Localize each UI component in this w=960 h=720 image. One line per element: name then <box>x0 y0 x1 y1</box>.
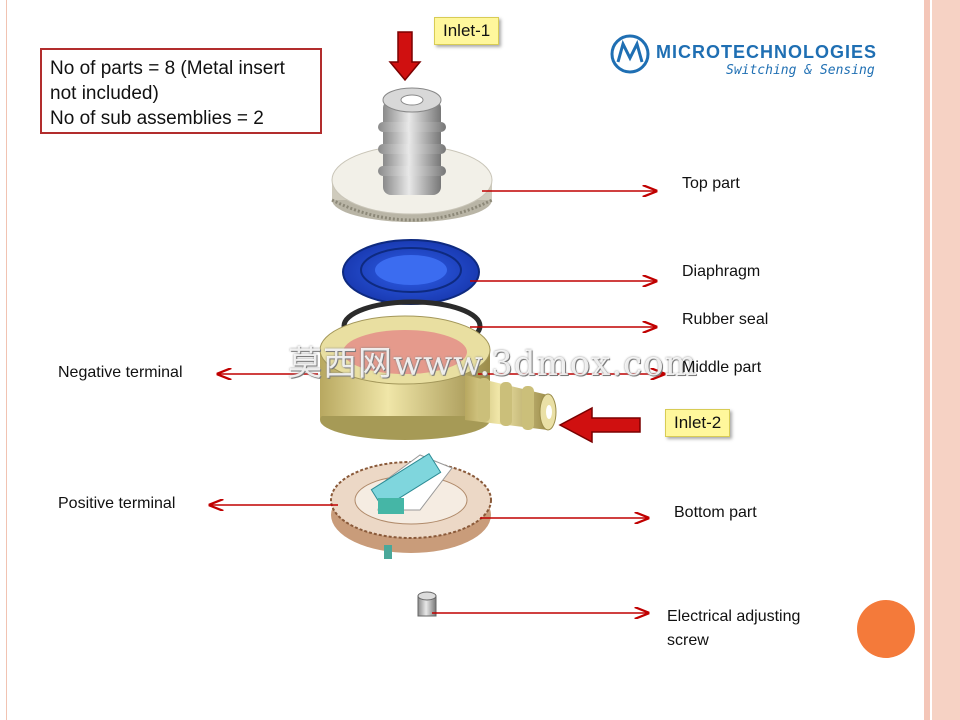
logo-icon <box>610 34 650 74</box>
orange-circle <box>857 600 915 658</box>
logo-tagline: Switching & Sensing <box>726 63 875 78</box>
label-positive-terminal: Positive terminal <box>58 495 176 512</box>
inlet1-callout: Inlet-1 <box>434 17 500 45</box>
info-line-3: No of sub assemblies = 2 <box>50 108 264 129</box>
label-screw-line1: Electrical adjusting <box>667 608 801 625</box>
logo-name: MICROTECHNOLOGIES <box>656 42 877 63</box>
watermark: 莫西网www.3dmox.com <box>288 344 698 384</box>
logo-name-part1: MICRO <box>656 42 721 62</box>
label-top-part: Top part <box>682 175 740 192</box>
label-negative-terminal: Negative terminal <box>58 364 183 381</box>
parts-info-box: No of parts = 8 (Metal insert not includ… <box>40 48 322 134</box>
bottom-part-shape <box>330 452 492 559</box>
diaphragm-shape <box>342 239 480 305</box>
top-part-shape <box>331 87 493 222</box>
label-bottom-part: Bottom part <box>674 504 757 521</box>
company-logo: MICROTECHNOLOGIES Switching & Sensing <box>608 30 918 82</box>
label-diaphragm: Diaphragm <box>682 263 761 280</box>
screw-shape <box>417 591 437 617</box>
inlet2-arrow <box>558 406 641 444</box>
label-middle-part: Middle part <box>682 359 762 376</box>
middle-part-shape <box>319 315 557 440</box>
inlet2-callout: Inlet-2 <box>665 409 731 437</box>
info-line-1: No of parts = 8 (Metal insert <box>50 58 285 79</box>
decorative-stripes <box>918 0 960 720</box>
inlet1-arrow <box>388 31 422 82</box>
label-screw-line2: screw <box>667 632 709 649</box>
info-line-2: not included) <box>50 83 159 104</box>
logo-name-part2: TECHNOLOGIES <box>721 42 878 62</box>
label-rubber-seal: Rubber seal <box>682 311 769 328</box>
left-border-line <box>6 0 7 720</box>
